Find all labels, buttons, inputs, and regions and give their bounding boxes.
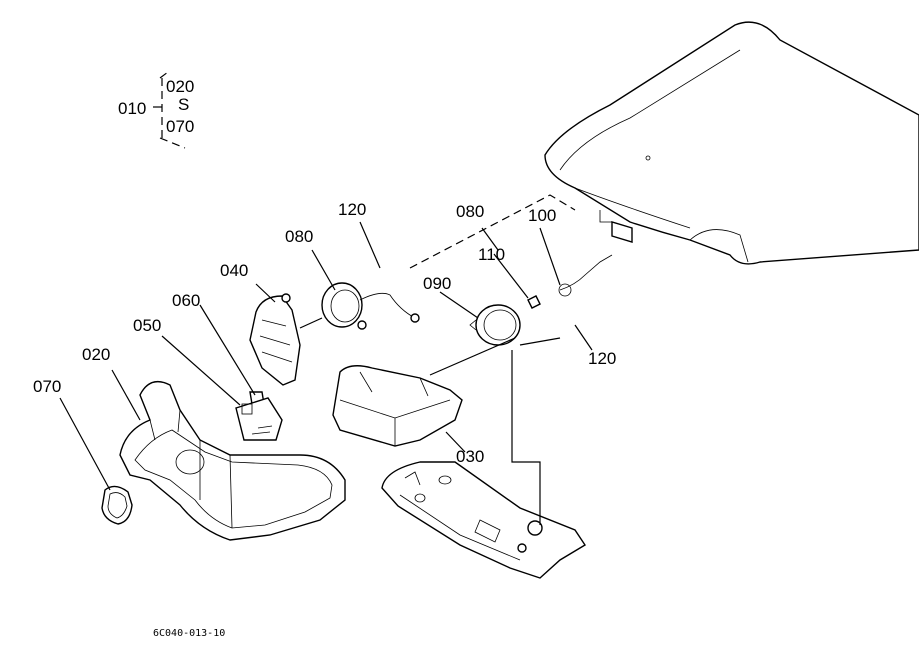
mounting-panel [381, 461, 586, 579]
plate-050 [235, 397, 283, 441]
seal-ring-070 [101, 485, 133, 525]
lamp-housing-030 [332, 365, 463, 447]
light-unit-080 [321, 282, 420, 330]
hood-outline [544, 21, 919, 265]
wire-harness-100 [527, 254, 613, 309]
label-040: 040 [220, 261, 248, 280]
group-range-sep: S [178, 95, 189, 114]
part-labels: 070 020 050 060 040 080 120 090 080 110 … [33, 200, 616, 466]
group-label-block: 010 020 S 070 [118, 71, 194, 149]
label-110: 110 [478, 245, 505, 264]
label-080-right: 080 [456, 202, 484, 221]
label-030: 030 [456, 447, 484, 466]
lens-040 [249, 293, 301, 386]
label-080-left: 080 [285, 227, 313, 246]
group-label: 010 [118, 99, 146, 118]
label-120-right: 120 [588, 349, 616, 368]
label-020: 020 [82, 345, 110, 364]
label-120-top: 120 [338, 200, 366, 219]
label-090: 090 [423, 274, 451, 293]
label-100: 100 [528, 206, 556, 225]
figure-code: 6C040-013-10 [153, 628, 225, 639]
frame-guard-020 [119, 381, 346, 541]
label-070: 070 [33, 377, 61, 396]
group-range-start: 020 [166, 77, 194, 96]
leader-lines [59, 194, 593, 525]
label-050: 050 [133, 316, 161, 335]
light-unit-090 [469, 304, 521, 346]
group-range-end: 070 [166, 117, 194, 136]
label-060: 060 [172, 291, 200, 310]
